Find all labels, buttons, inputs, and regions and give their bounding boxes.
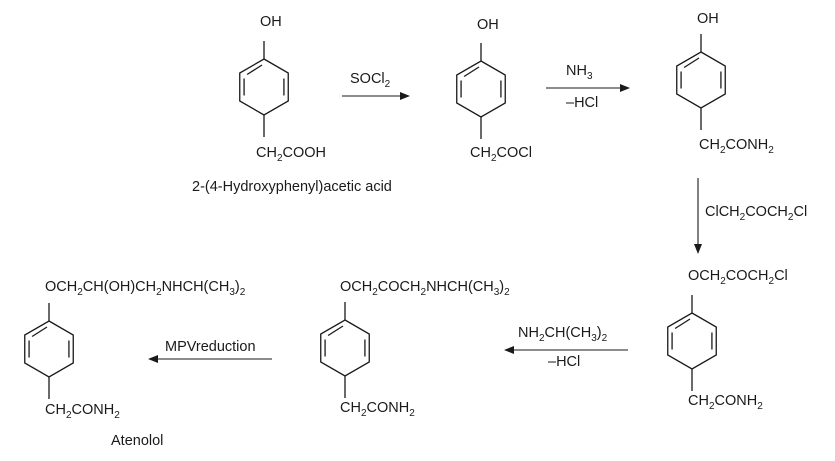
benzene-ring-2 [456, 43, 506, 139]
reagent-dichloroacetone: ClCH2COCH2Cl [705, 204, 807, 223]
molecule-4-top-label: OCH2COCH2Cl [688, 268, 788, 287]
molecule-chloroketone-ether: OCH2COCH2Cl CH2CONH2 [667, 268, 788, 412]
reaction-arrow-5: MPVreduction [148, 339, 272, 363]
reagent-minus-hcl-2: –HCl [548, 354, 580, 370]
reagent-minus-hcl-1: –HCl [566, 95, 598, 111]
ring-double-bond [31, 326, 48, 338]
molecule-hydroxyphenylacetic-acid: OH CH2COOH 2-(4-Hydroxyphenyl)acetic aci… [192, 14, 392, 195]
reaction-arrow-4: NH2CH(CH3)2 –HCl [504, 325, 628, 370]
ring-outline [320, 319, 370, 377]
ring-outline [667, 312, 717, 370]
molecule-3-bottom-label: CH2CONH2 [699, 137, 774, 156]
ring-double-bond [327, 325, 344, 337]
reaction-arrow-3: ClCH2COCH2Cl [694, 178, 807, 254]
benzene-ring-1 [239, 41, 289, 137]
reagent-ammonia: NH3 [566, 63, 593, 82]
ring-outline [239, 58, 289, 116]
reaction-arrow-2: NH3 –HCl [546, 63, 630, 111]
molecule-5-bottom-label: CH2CONH2 [340, 400, 415, 419]
ring-outline [24, 320, 74, 378]
ring-outline [676, 51, 726, 109]
reagent-thionyl-chloride: SOCl2 [350, 71, 391, 90]
starting-material-name: 2-(4-Hydroxyphenyl)acetic acid [192, 179, 392, 195]
molecule-6-bottom-label: CH2CONH2 [45, 402, 120, 421]
ring-double-bond [463, 66, 480, 78]
molecule-acyl-chloride: OH CH2COCl [456, 17, 532, 164]
molecule-5-top-label: OCH2COCH2NHCH(CH3)2 [340, 279, 510, 298]
molecule-hydroxyphenylacetamide: OH CH2CONH2 [676, 11, 774, 156]
molecule-aminoketone-ether: OCH2COCH2NHCH(CH3)2 CH2CONH2 [320, 279, 510, 419]
ring-double-bond [683, 57, 700, 69]
molecule-1-top-label: OH [260, 14, 282, 30]
benzene-ring-6 [24, 303, 74, 399]
benzene-ring-4 [667, 295, 717, 391]
molecule-6-top-label: OCH2CH(OH)CH2NHCH(CH3)2 [45, 279, 246, 298]
molecule-1-bottom-label: CH2COOH [256, 145, 326, 164]
product-name: Atenolol [111, 433, 163, 449]
molecule-2-top-label: OH [477, 17, 499, 33]
ring-double-bond [674, 318, 691, 330]
molecule-2-bottom-label: CH2COCl [470, 145, 532, 164]
reaction-arrow-1: SOCl2 [342, 71, 410, 100]
molecule-atenolol: OCH2CH(OH)CH2NHCH(CH3)2 CH2CONH2 Atenolo… [24, 279, 246, 449]
benzene-ring-5 [320, 302, 370, 398]
molecule-3-top-label: OH [697, 11, 719, 27]
ring-double-bond [246, 64, 263, 76]
reagent-mpv-reduction: MPVreduction [165, 339, 256, 355]
ring-outline [456, 60, 506, 118]
reagent-isopropylamine: NH2CH(CH3)2 [518, 325, 608, 344]
molecule-4-bottom-label: CH2CONH2 [688, 393, 763, 412]
benzene-ring-3 [676, 34, 726, 130]
